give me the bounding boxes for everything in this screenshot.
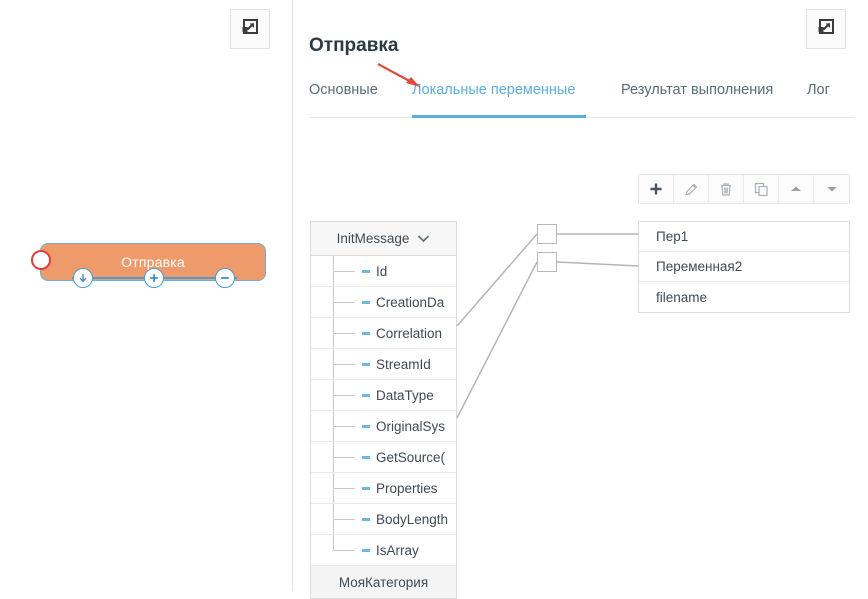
tree-item-marker xyxy=(362,301,370,304)
tree-item[interactable]: Properties xyxy=(311,473,456,504)
tree-item-marker xyxy=(362,363,370,366)
process-node-label: Отправка xyxy=(121,254,185,270)
tree-guide-line xyxy=(333,550,355,551)
tree-item[interactable]: Correlation xyxy=(311,318,456,349)
tree-item[interactable]: StreamId xyxy=(311,349,456,380)
delete-button[interactable] xyxy=(709,175,744,203)
tree-footer-category[interactable]: МояКатегория xyxy=(311,566,456,598)
collapse-down-icon[interactable] xyxy=(73,268,93,288)
tree-guide-line xyxy=(333,302,355,303)
variables-toolbar[interactable] xyxy=(638,174,850,204)
tree-item[interactable]: Id xyxy=(311,256,456,287)
add-icon[interactable] xyxy=(144,268,164,288)
tree-guide-line xyxy=(333,488,355,489)
tree-item-label: Correlation xyxy=(376,325,443,341)
diagram-canvas[interactable]: Отправка xyxy=(0,0,292,591)
tab-osnovnye[interactable]: Основные xyxy=(309,82,378,98)
tree-item-label: StreamId xyxy=(376,356,431,372)
tree-guide-line xyxy=(333,457,355,458)
tree-item-label: OriginalSys xyxy=(376,418,446,434)
active-tab-indicator xyxy=(412,115,586,118)
tree-item[interactable]: BodyLength xyxy=(311,504,456,535)
tree-item-marker xyxy=(362,394,370,397)
tab-lokalnye-peremennye[interactable]: Локальные переменные xyxy=(412,82,576,98)
tree-item-marker xyxy=(362,487,370,490)
expand-canvas-button[interactable] xyxy=(230,9,270,49)
message-structure-tree[interactable]: InitMessage Id CreationDa Correlation St… xyxy=(310,221,457,599)
variable-row[interactable]: filename xyxy=(656,289,708,305)
expand-panel-button[interactable] xyxy=(806,9,846,49)
tree-guide-line xyxy=(333,519,355,520)
page-title: Отправка xyxy=(309,35,399,56)
mapping-node-2[interactable] xyxy=(537,252,557,272)
tab-log[interactable]: Лог xyxy=(807,82,830,98)
tree-item[interactable]: IsArray xyxy=(311,535,456,566)
start-circle-marker[interactable] xyxy=(31,250,51,270)
tree-item-marker xyxy=(362,456,370,459)
tree-item-label: Properties xyxy=(376,480,438,496)
tree-item-label: IsArray xyxy=(376,542,419,558)
local-variables-list[interactable]: Пер1 Переменная2 filename xyxy=(638,221,850,313)
tab-bar[interactable]: Основные Локальные переменные Результат … xyxy=(309,82,854,118)
expand-icon xyxy=(240,17,260,42)
tree-item[interactable]: OriginalSys xyxy=(311,411,456,442)
expand-icon xyxy=(816,17,836,42)
chevron-down-icon xyxy=(417,231,430,246)
variable-row[interactable]: Переменная2 xyxy=(639,252,849,282)
variable-row[interactable]: Пер1 xyxy=(639,222,849,252)
tree-item-marker xyxy=(362,518,370,521)
tree-header-initmessage[interactable]: InitMessage xyxy=(311,222,456,256)
tree-guide-line xyxy=(333,535,334,550)
tree-item-marker xyxy=(362,425,370,428)
mapping-node-1[interactable] xyxy=(537,224,557,244)
tree-item-label: BodyLength xyxy=(376,511,449,527)
tree-item[interactable]: DataType xyxy=(311,380,456,411)
tree-item-label: GetSource( xyxy=(376,449,446,465)
tree-item-marker xyxy=(362,332,370,335)
tree-guide-line xyxy=(333,364,355,365)
tree-guide-line xyxy=(333,333,355,334)
remove-icon[interactable] xyxy=(215,268,235,288)
tree-guide-line xyxy=(333,426,355,427)
tree-item-label: DataType xyxy=(376,387,434,403)
tree-item-marker xyxy=(362,270,370,273)
move-up-button[interactable] xyxy=(779,175,814,203)
pane-divider xyxy=(292,0,293,591)
move-down-button[interactable] xyxy=(814,175,849,203)
tree-item[interactable]: GetSource( xyxy=(311,442,456,473)
add-button[interactable] xyxy=(639,175,674,203)
tree-guide-line xyxy=(333,271,355,272)
tree-item-label: CreationDa xyxy=(376,294,445,310)
tree-header-label: InitMessage xyxy=(336,231,410,246)
tab-rezultat-vypolneniya[interactable]: Результат выполнения xyxy=(621,82,774,98)
edit-button[interactable] xyxy=(674,175,709,203)
copy-button[interactable] xyxy=(744,175,779,203)
tree-item[interactable]: CreationDa xyxy=(311,287,456,318)
tree-item-label: Id xyxy=(376,263,388,279)
tree-guide-line xyxy=(333,395,355,396)
tree-item-marker xyxy=(362,549,370,552)
